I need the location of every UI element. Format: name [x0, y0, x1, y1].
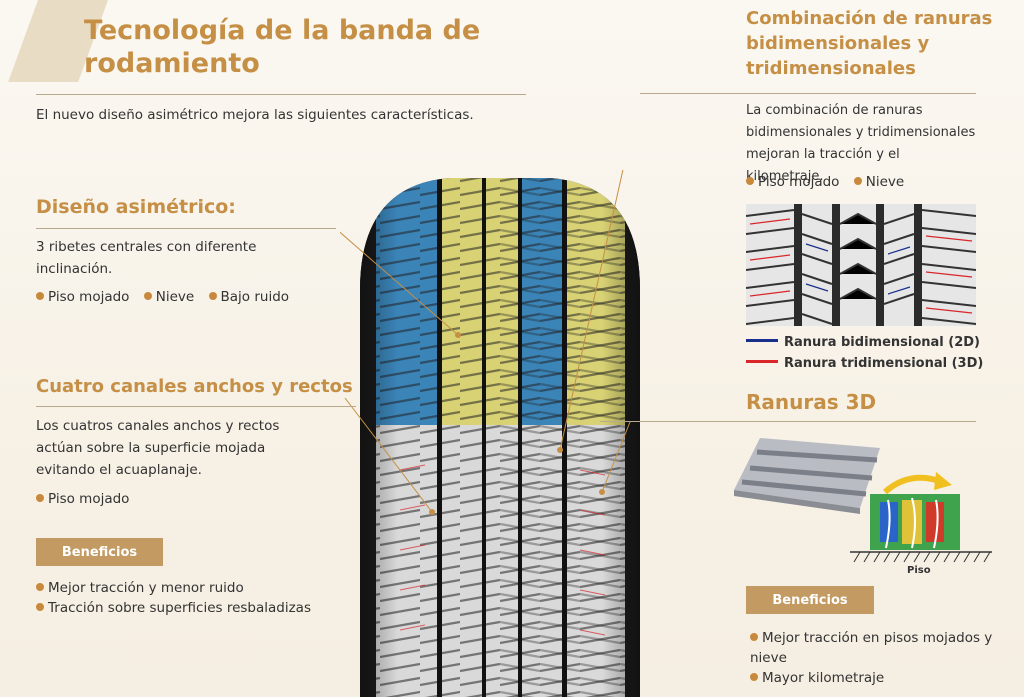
legend-2d: Ranura bidimensional (2D)	[746, 335, 980, 350]
tire-illustration	[340, 170, 640, 697]
list-item: Mejor tracción y menor ruido	[36, 578, 311, 598]
asymmetric-description: 3 ribetes centrales con diferente inclin…	[36, 239, 257, 277]
asymmetric-bullets: Piso mojado Nieve Bajo ruido	[36, 289, 299, 305]
benefits-list-right: Mejor tracción en pisos mojados y nieve …	[750, 628, 1000, 688]
legend-3d: Ranura tridimensional (3D)	[746, 356, 983, 371]
bullet-item: Piso mojado	[36, 289, 129, 305]
title-divider	[36, 94, 526, 95]
3d-groove-diagram	[734, 438, 992, 563]
3d-grooves-divider	[600, 421, 976, 422]
bullet-item: Nieve	[853, 174, 904, 190]
benefits-list-left: Mejor tracción y menor ruido Tracción so…	[36, 578, 311, 618]
bullet-dot-icon	[36, 292, 44, 300]
channels-description: Los cuatros canales anchos y rectos actú…	[36, 418, 280, 478]
combination-divider	[640, 93, 976, 94]
benefits-badge-left: Beneficios	[36, 538, 163, 566]
bullet-dot-icon	[36, 603, 44, 611]
bullet-item: Bajo ruido	[208, 289, 289, 305]
intro-text: El nuevo diseño asimétrico mejora las si…	[36, 107, 474, 123]
3d-grooves-title: Ranuras 3D	[746, 390, 877, 414]
bullet-dot-icon	[36, 494, 44, 502]
channels-title: Cuatro canales anchos y rectos	[36, 376, 353, 397]
asymmetric-divider	[36, 228, 336, 229]
bullet-item: Piso mojado	[36, 491, 129, 507]
asymmetric-title: Diseño asimétrico:	[36, 196, 236, 218]
bullet-dot-icon	[36, 583, 44, 591]
combination-title: Combinación de ranuras bidimensionales y…	[746, 8, 993, 79]
bullet-dot-icon	[208, 292, 217, 300]
bullet-item: Nieve	[143, 289, 194, 305]
benefits-badge-right: Beneficios	[746, 586, 874, 614]
bullet-item: Piso mojado	[746, 174, 839, 190]
bullet-dot-icon	[143, 292, 152, 300]
page-title: Tecnología de la banda de rodamiento	[84, 15, 481, 79]
legend-3d-swatch	[746, 360, 778, 363]
floor-label: Piso	[907, 565, 931, 576]
combination-bullets: Piso mojado Nieve	[746, 174, 914, 190]
channels-bullets: Piso mojado	[36, 491, 139, 507]
groove-closeup-image	[746, 204, 976, 326]
list-item: Mayor kilometraje	[750, 668, 1000, 688]
bullet-dot-icon	[746, 177, 754, 185]
list-item: Mejor tracción en pisos mojados y nieve	[750, 630, 993, 666]
bullet-dot-icon	[853, 177, 862, 185]
legend-2d-swatch	[746, 339, 778, 342]
bullet-dot-icon	[750, 673, 758, 681]
bullet-dot-icon	[750, 633, 758, 641]
channels-divider	[36, 406, 356, 407]
combination-description: La combinación de ranuras bidimensionale…	[746, 103, 976, 184]
list-item: Tracción sobre superficies resbaladizas	[36, 598, 311, 618]
